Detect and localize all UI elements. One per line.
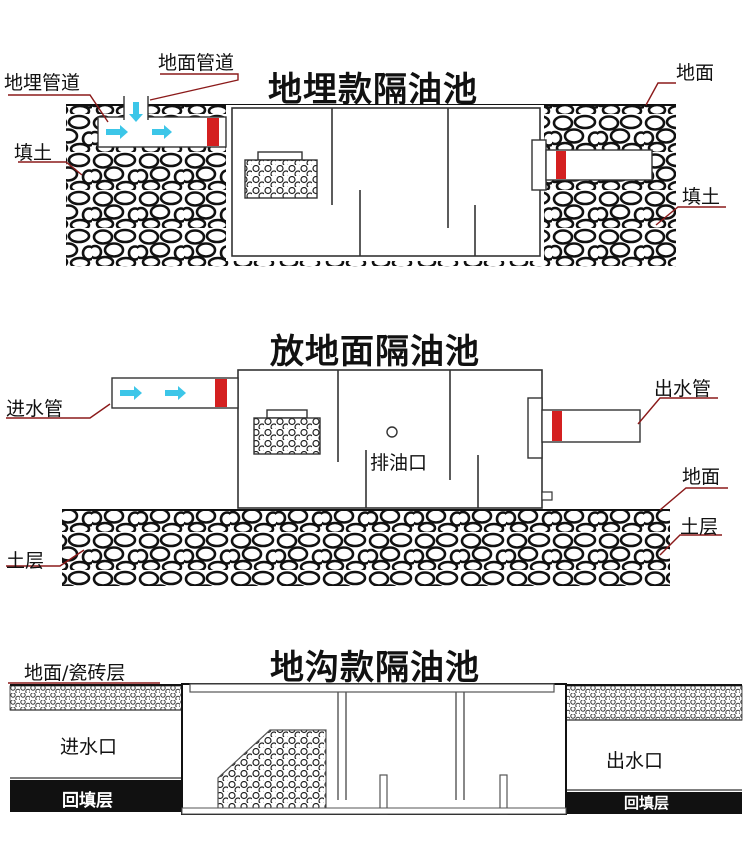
section3-trench-tank: [8, 682, 743, 815]
label-fill-right: 填土: [682, 186, 721, 208]
section1-buried-tank: [8, 73, 726, 267]
section2-ground-tank: [6, 369, 728, 586]
filter-basket: [253, 417, 321, 455]
outlet-valve: [556, 151, 566, 179]
section2-title: 放地面隔油池: [270, 332, 480, 372]
section1-title: 地埋款隔油池: [268, 70, 478, 110]
leader-lines: [6, 397, 728, 567]
label-ground-pipe: 地面管道: [158, 52, 235, 74]
section3-title: 地沟款隔油池: [270, 648, 480, 688]
label-ground: 地面: [676, 62, 715, 84]
label-oil-drain: 排油口: [370, 452, 428, 474]
label-inlet: 进水口: [60, 736, 118, 758]
label-soil-left: 土层: [6, 550, 45, 572]
label-fill-left: 填土: [14, 142, 53, 164]
outlet-valve: [552, 411, 562, 441]
backfill-left: [10, 780, 182, 812]
backfill-right: [566, 792, 742, 814]
oil-drain-hole: [386, 426, 398, 438]
leader-lines: [8, 73, 726, 226]
label-ground-tile: 地面/瓷砖层: [24, 662, 126, 684]
filter-screen: [217, 729, 327, 813]
tile-layer-left: [9, 685, 183, 711]
label-backfill-right: 回填层: [624, 794, 670, 812]
label-soil-right: 土层: [680, 516, 719, 538]
inlet-valve: [207, 118, 219, 146]
label-outlet-pipe: 出水管: [654, 378, 712, 400]
tile-layer-right: [565, 685, 743, 721]
soil-layer: [62, 510, 670, 586]
tank-body: [231, 107, 541, 257]
label-buried-pipe: 地埋管道: [4, 72, 81, 94]
label-outlet: 出水口: [606, 750, 664, 772]
tank-cover: [189, 683, 555, 693]
flow-arrows: [120, 386, 186, 400]
label-ground: 地面: [682, 466, 721, 488]
label-backfill-left: 回填层: [62, 791, 113, 811]
filter-basket: [244, 159, 318, 199]
flow-arrows: [106, 102, 172, 139]
inlet-valve: [215, 379, 227, 407]
label-inlet-pipe: 进水管: [6, 398, 64, 420]
